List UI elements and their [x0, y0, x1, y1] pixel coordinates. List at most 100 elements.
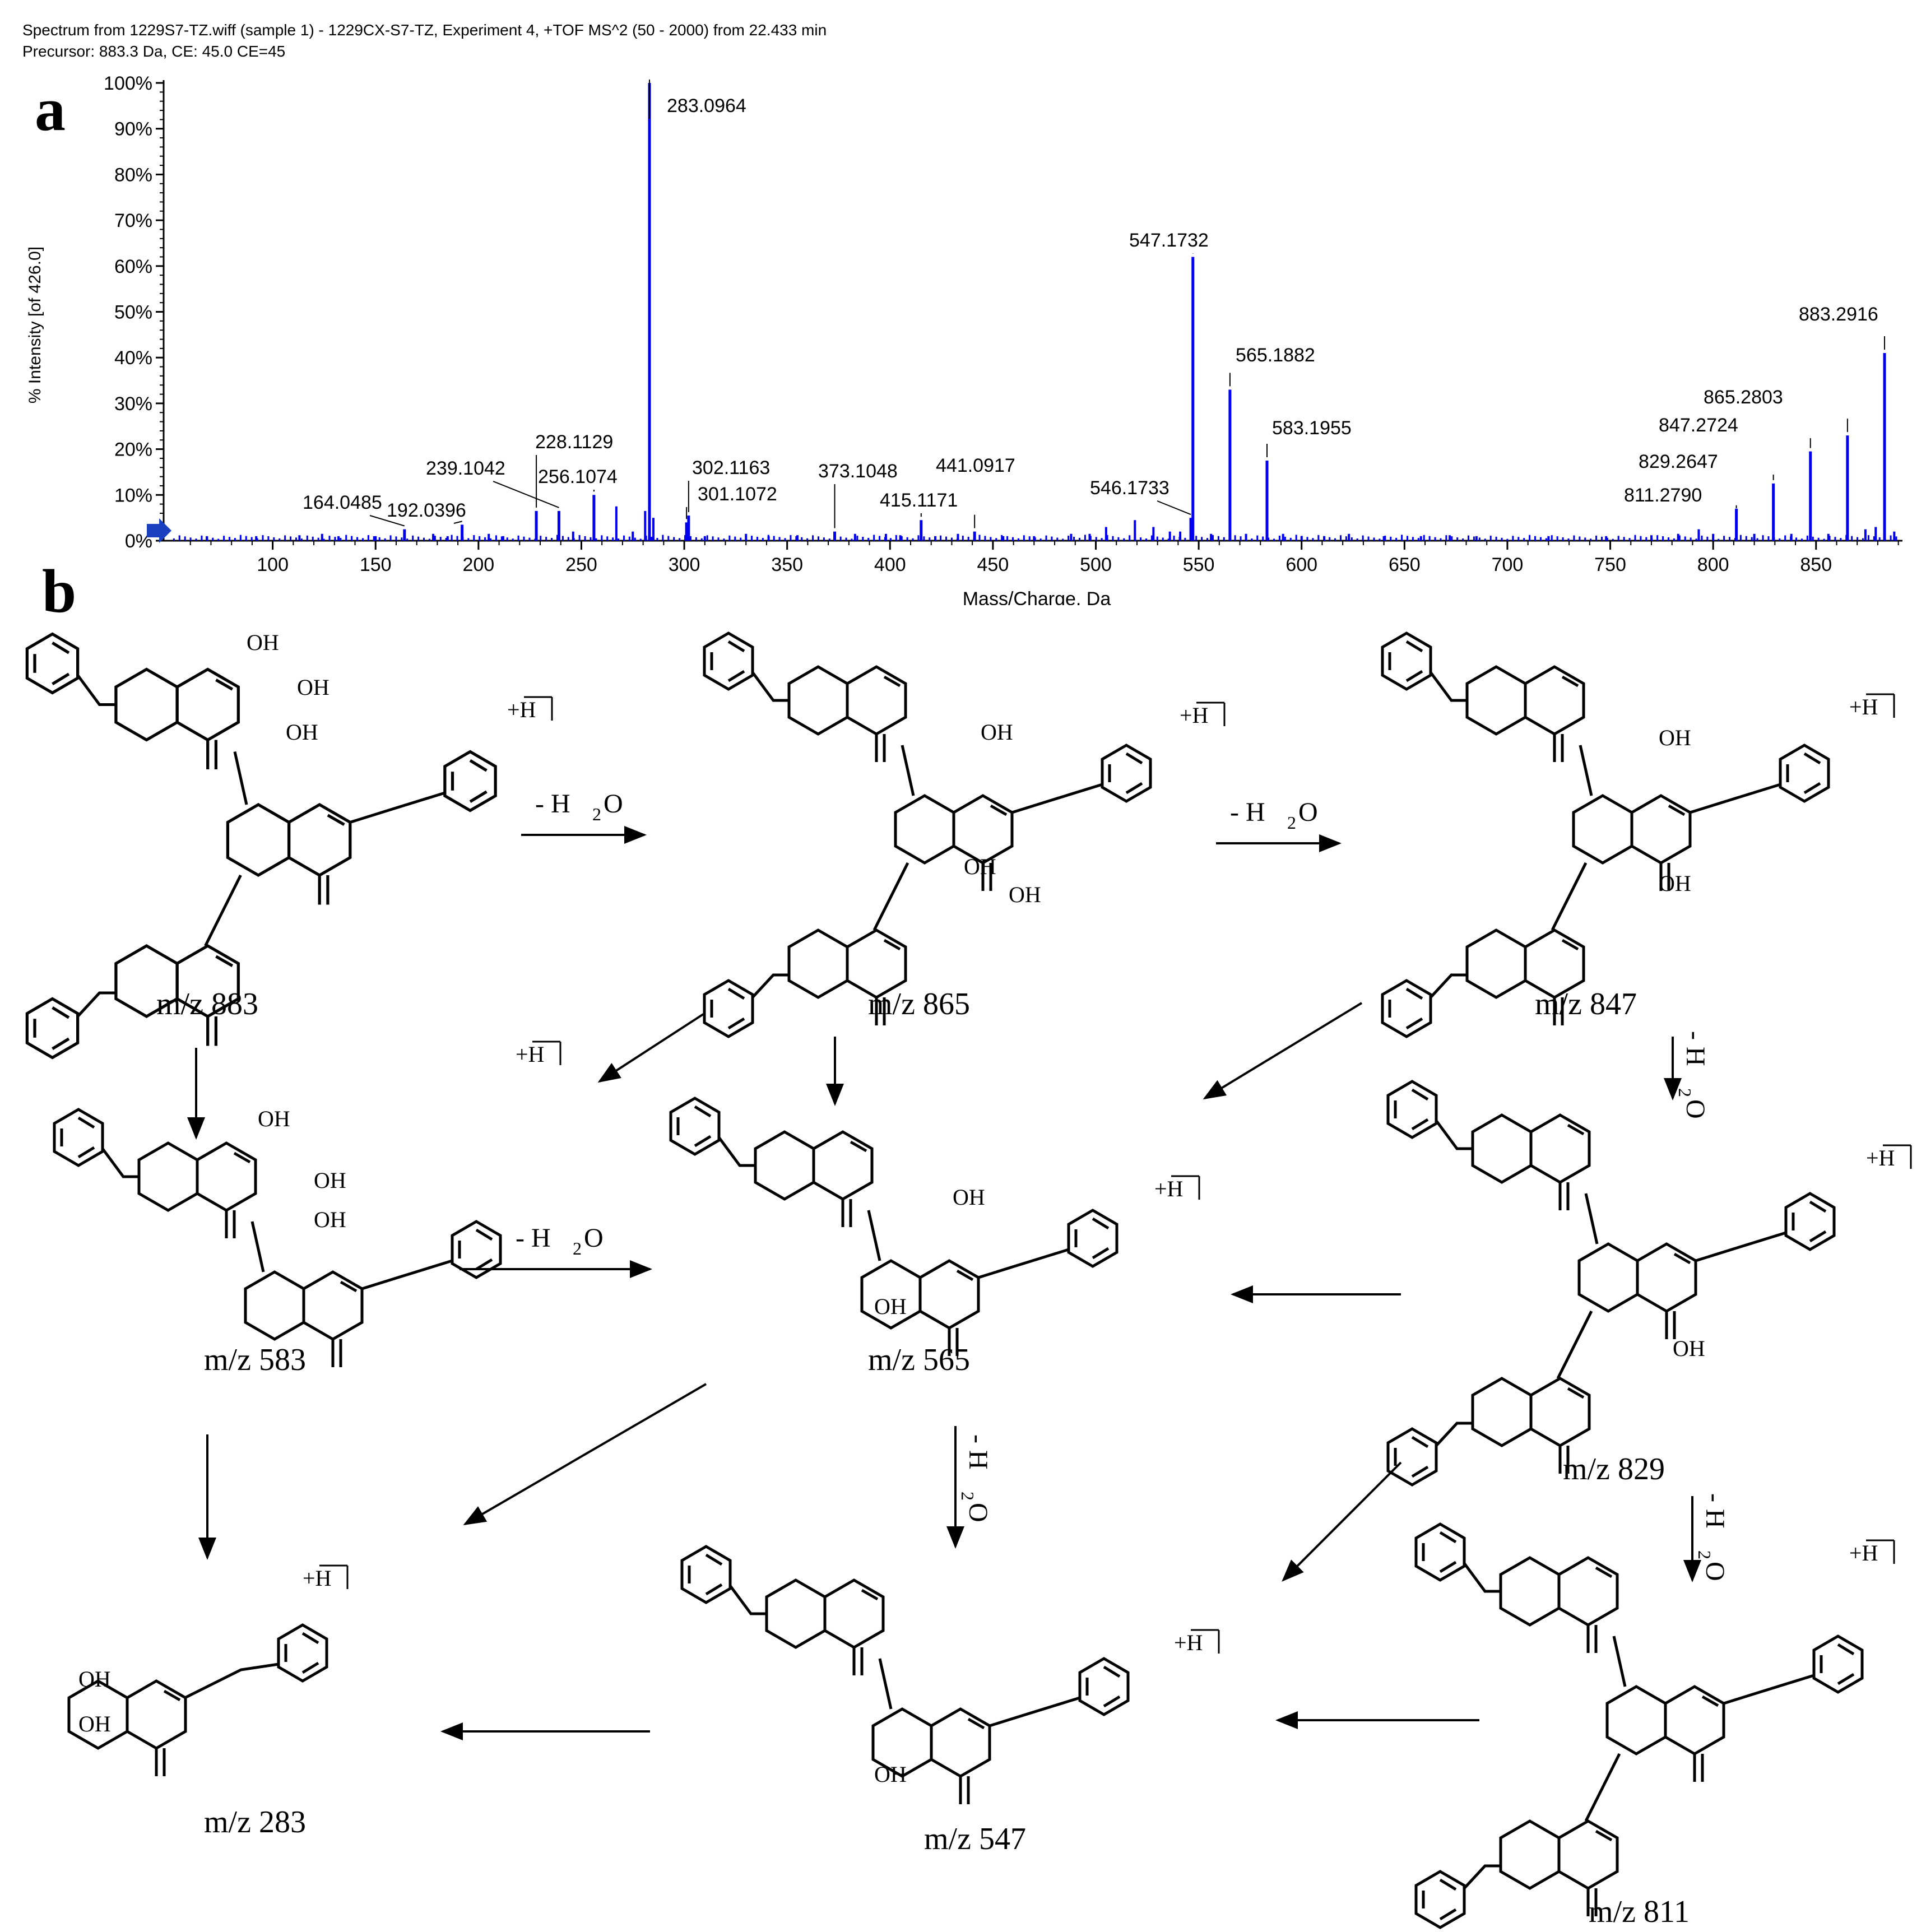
- phenyl-ring: [27, 634, 77, 693]
- svg-text:2: 2: [958, 1492, 978, 1501]
- hydroxyl-label: OH: [1659, 871, 1691, 896]
- ether-bond: [901, 745, 915, 796]
- phenyl-ring: [1382, 633, 1431, 689]
- y-tick-label: 100%: [104, 73, 152, 94]
- peak-leader: [493, 481, 559, 508]
- peak-label: 302.1163: [692, 457, 770, 479]
- loss-label: - H2O: [1675, 1031, 1710, 1119]
- flavone-unit: [873, 1709, 990, 1804]
- ethyl-linker: [978, 1248, 1069, 1279]
- y-tick-label: 20%: [114, 439, 152, 461]
- peak-label: 565.1882: [1236, 345, 1315, 366]
- x-tick-label: 450: [977, 554, 1009, 575]
- svg-text:- H: - H: [1230, 797, 1265, 827]
- svg-text:O: O: [1681, 1099, 1710, 1119]
- ether-bond: [872, 862, 909, 931]
- ion-label: m/z 547: [924, 1822, 1026, 1856]
- peak-label: 811.2790: [1624, 485, 1702, 506]
- phenyl-ring: [279, 1625, 327, 1681]
- svg-text:2: 2: [592, 804, 601, 824]
- ethyl-linker: [751, 671, 789, 702]
- peak-label: 192.0396: [387, 500, 466, 521]
- charge-label: +H: [1154, 1176, 1183, 1201]
- x-tick-label: 150: [360, 554, 392, 575]
- loss-label: - H 2O: [958, 1434, 993, 1522]
- flavone-unit: [1467, 667, 1584, 762]
- phenyl-ring: [1102, 745, 1150, 801]
- charge-label: +H: [1849, 694, 1878, 719]
- ethyl-linker: [184, 1662, 279, 1699]
- flavone-unit: [789, 667, 906, 762]
- hydroxyl-label: OH: [981, 719, 1013, 745]
- y-tick-label: 60%: [114, 256, 152, 277]
- y-tick-label: 80%: [114, 164, 152, 185]
- y-tick-label: 70%: [114, 210, 152, 231]
- x-tick-label: 650: [1389, 554, 1421, 575]
- flavone-unit: [767, 1580, 883, 1675]
- svg-text:- H: - H: [1700, 1493, 1730, 1529]
- phenyl-ring: [704, 981, 753, 1037]
- ether-bond: [250, 1221, 265, 1272]
- ether-bond: [233, 751, 248, 805]
- x-tick-label: 100: [257, 554, 289, 575]
- ethyl-linker: [76, 674, 116, 706]
- phenyl-ring: [1069, 1210, 1117, 1266]
- panel-label-a: a: [35, 75, 66, 143]
- ion-label: m/z 829: [1563, 1452, 1665, 1487]
- reaction-arrow: [597, 1013, 704, 1083]
- phenyl-ring: [704, 633, 753, 689]
- x-tick-label: 750: [1594, 554, 1626, 575]
- y-tick-label: 40%: [114, 347, 152, 369]
- x-tick-label: 850: [1800, 554, 1832, 575]
- hydroxyl-label: OH: [297, 675, 329, 700]
- ion-label: m/z 847: [1535, 987, 1637, 1021]
- charge-label: +H: [1849, 1540, 1878, 1566]
- svg-text:O: O: [584, 1223, 604, 1253]
- ethyl-linker: [101, 1148, 139, 1178]
- ether-bond: [878, 1658, 893, 1710]
- hydroxyl-label: OH: [964, 854, 996, 879]
- ether-bond: [1612, 1636, 1627, 1687]
- hydroxyl-label: OH: [314, 1168, 346, 1193]
- ion-label: m/z 865: [868, 987, 970, 1021]
- svg-text:2: 2: [1675, 1088, 1695, 1097]
- ethyl-linker: [728, 1585, 767, 1615]
- phenyl-ring: [1814, 1636, 1862, 1692]
- ethyl-linker: [717, 1136, 755, 1167]
- peak-label: 883.2916: [1799, 304, 1878, 325]
- hydroxyl-label: OH: [874, 1294, 907, 1319]
- hydroxyl-label: OH: [78, 1666, 111, 1692]
- svg-text:- H: - H: [963, 1434, 993, 1470]
- phenyl-ring: [445, 752, 495, 811]
- flavone-unit: [228, 805, 350, 905]
- x-tick-label: 700: [1492, 554, 1524, 575]
- ethyl-linker: [751, 973, 789, 998]
- peak-label: 373.1048: [818, 461, 898, 482]
- peak-label: 239.1042: [426, 458, 505, 479]
- phenyl-ring: [1388, 1429, 1436, 1485]
- phenyl-ring: [671, 1098, 719, 1154]
- ethyl-linker: [1690, 783, 1781, 814]
- svg-text:O: O: [963, 1503, 993, 1522]
- flavone-unit: [1501, 1558, 1617, 1653]
- ethyl-linker: [1429, 671, 1467, 702]
- x-tick-label: 550: [1183, 554, 1215, 575]
- peak-label: 164.0485: [303, 492, 382, 513]
- hydroxyl-label: OH: [874, 1762, 907, 1787]
- phenyl-ring: [54, 1109, 103, 1165]
- peak-label: 301.1072: [698, 484, 777, 505]
- phenyl-ring: [1388, 1081, 1436, 1137]
- reaction-arrow: [463, 1383, 707, 1526]
- hydroxyl-label: OH: [1673, 1336, 1705, 1361]
- ethyl-linker: [1463, 1562, 1501, 1593]
- svg-text:- H: - H: [516, 1223, 551, 1253]
- ethyl-linker: [76, 991, 116, 1018]
- hydroxyl-label: OH: [258, 1106, 290, 1131]
- peak-leader: [369, 515, 405, 527]
- x-tick-label: 350: [771, 554, 803, 575]
- peak-label: 829.2647: [1639, 451, 1718, 472]
- ethyl-linker: [1435, 1120, 1473, 1150]
